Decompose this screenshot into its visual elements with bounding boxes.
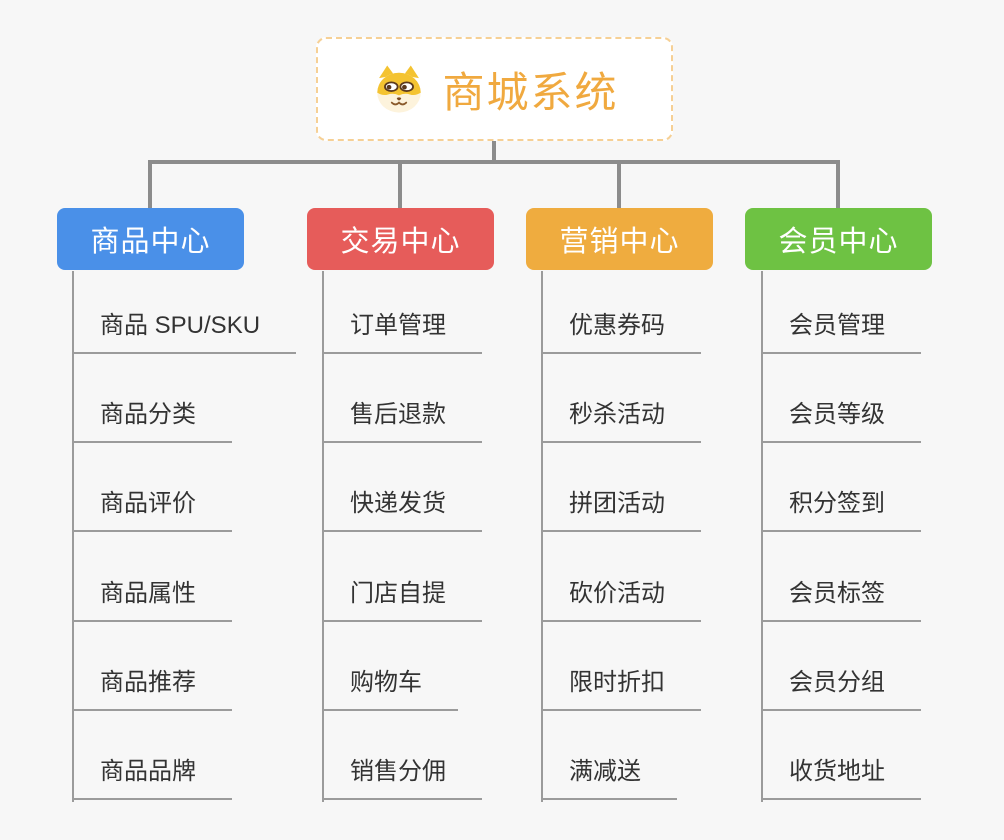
leaf-item[interactable]: 快递发货 — [322, 488, 482, 532]
leaf-item[interactable]: 秒杀活动 — [541, 399, 701, 443]
leaf-item[interactable]: 商品 SPU/SKU — [72, 310, 297, 354]
branch-spine — [541, 271, 543, 802]
leaf-item[interactable]: 优惠券码 — [541, 310, 701, 354]
leaf-item[interactable]: 销售分佣 — [322, 756, 482, 800]
leaf-item[interactable]: 门店自提 — [322, 578, 482, 622]
leaf-item[interactable]: 会员标签 — [761, 578, 921, 622]
connector-branch-stub — [617, 164, 621, 210]
leaf-item[interactable]: 砍价活动 — [541, 578, 701, 622]
branch-label: 会员中心 — [778, 226, 899, 258]
leaf-item[interactable]: 会员等级 — [761, 399, 921, 443]
connector-branch-stub — [148, 164, 152, 210]
connector-branch-stub — [836, 164, 840, 210]
branch-label: 商品中心 — [90, 226, 211, 258]
dog-face-icon — [377, 65, 422, 113]
leaf-item[interactable]: 购物车 — [322, 667, 458, 711]
leaf-item[interactable]: 商品品牌 — [72, 756, 232, 800]
root-title: 商城系统 — [442, 68, 619, 116]
leaf-item[interactable]: 收货地址 — [761, 756, 921, 800]
branch-header-members[interactable]: 会员中心 — [745, 208, 932, 270]
leaf-item[interactable]: 商品分类 — [72, 399, 232, 443]
branch-label: 交易中心 — [340, 226, 461, 258]
branch-header-trade[interactable]: 交易中心 — [307, 208, 494, 270]
connector-root-stub — [492, 141, 496, 164]
leaf-item[interactable]: 限时折扣 — [541, 667, 701, 711]
connector-horizontal-bar — [148, 160, 840, 164]
branch-label: 营销中心 — [559, 226, 680, 258]
leaf-item[interactable]: 售后退款 — [322, 399, 482, 443]
leaf-item[interactable]: 商品属性 — [72, 578, 232, 622]
leaf-item[interactable]: 订单管理 — [322, 310, 482, 354]
branch-spine — [322, 271, 324, 802]
root-node[interactable]: 商城系统 — [316, 37, 673, 141]
leaf-item[interactable]: 拼团活动 — [541, 488, 701, 532]
connector-branch-stub — [398, 164, 402, 210]
leaf-item[interactable]: 满减送 — [541, 756, 677, 800]
branch-spine — [761, 271, 763, 802]
leaf-item[interactable]: 商品推荐 — [72, 667, 232, 711]
branch-header-marketing[interactable]: 营销中心 — [526, 208, 713, 270]
leaf-item[interactable]: 商品评价 — [72, 488, 232, 532]
branch-header-products[interactable]: 商品中心 — [57, 208, 244, 270]
leaf-item[interactable]: 会员分组 — [761, 667, 921, 711]
branch-spine — [72, 271, 74, 802]
leaf-item[interactable]: 积分签到 — [761, 488, 921, 532]
leaf-item[interactable]: 会员管理 — [761, 310, 921, 354]
